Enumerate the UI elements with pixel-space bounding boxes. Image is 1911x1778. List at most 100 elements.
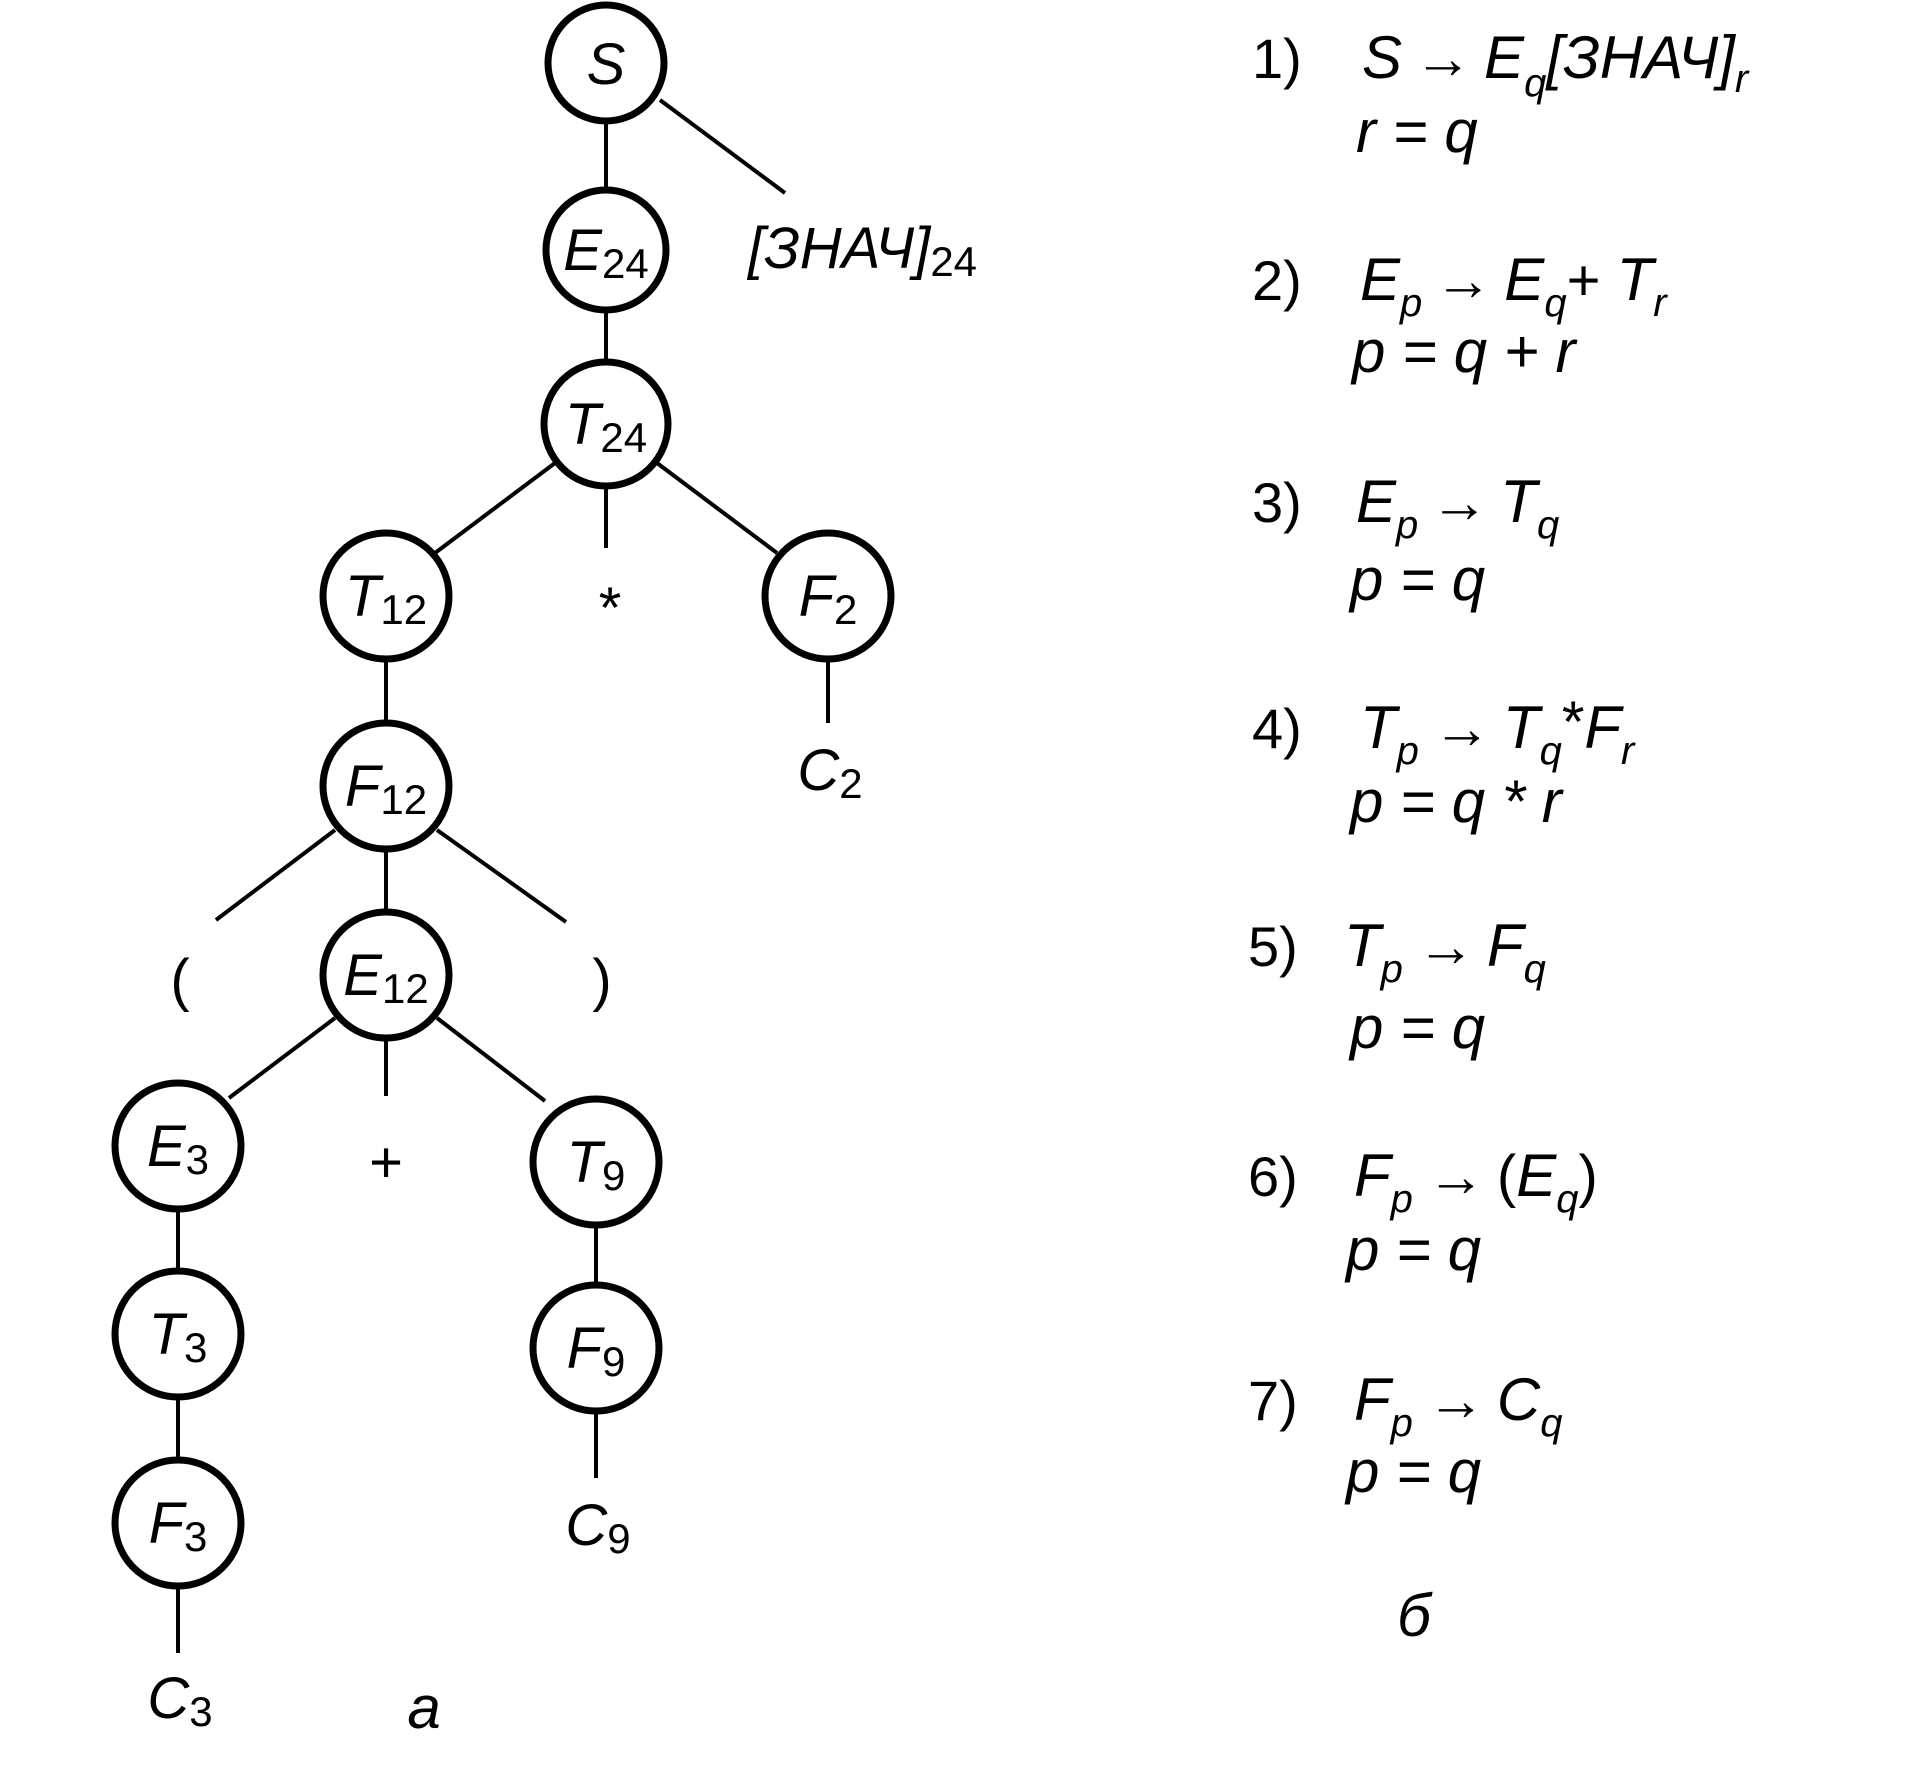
rule-4-rhs-sub: q [1540, 729, 1562, 773]
rule-7-arrow: → [1427, 1368, 1485, 1433]
rule-3-rhs: T [1500, 468, 1541, 535]
tree-edges [176, 98, 830, 1653]
node-f3: F3 [111, 1456, 245, 1590]
rule-6-rhs-sub: q [1556, 1177, 1578, 1221]
svg-text:E3: E3 [147, 1114, 209, 1183]
leaf-c2-sub: 2 [839, 760, 862, 807]
rule-4-action: p = q * r [1348, 768, 1564, 835]
rule-1-number: 1) [1252, 27, 1302, 90]
rule-2-op: + [1567, 248, 1617, 313]
rule-6-lhs: F [1354, 1142, 1394, 1209]
rule-2-rhs: E [1504, 246, 1545, 313]
rule-1-rhs-sub: q [1524, 61, 1546, 105]
rule-2-lhs-sub: p [1399, 281, 1422, 325]
rule-1: 1) S→Eq[ЗНАЧ]r r = q [1252, 24, 1750, 165]
node-s-label: S [587, 32, 626, 97]
leaf-c3-sub: 3 [189, 1688, 212, 1735]
node-f12-letter: F [345, 754, 384, 819]
node-e24-sub: 24 [602, 240, 649, 287]
leaf-c3-letter: C [147, 1666, 190, 1731]
edge-e12-e3 [227, 1016, 337, 1100]
node-t12-circle [319, 529, 453, 663]
rule-2: 2) Ep→Eq+ Tr p = q + r [1252, 246, 1668, 385]
node-t12-letter: T [345, 564, 384, 629]
leaf-c9-sub: 9 [607, 1515, 630, 1562]
caption-b: б [1397, 1582, 1433, 1649]
rule-3-rhs-sub: q [1537, 503, 1559, 547]
leaf-c2: C2 [797, 738, 862, 807]
node-f3-letter: F [149, 1491, 188, 1556]
node-f3-circle [111, 1456, 245, 1590]
rule-3-lhs-sub: p [1395, 503, 1418, 547]
edge-e12-t9 [435, 1016, 547, 1103]
rule-3: 3) Ep→Tq p = q [1252, 468, 1559, 613]
rule-5-rhs: F [1487, 912, 1527, 979]
rule-3-number: 3) [1252, 471, 1302, 534]
edge-f12-lparen [214, 828, 337, 922]
rule-7-lhs-sub: p [1390, 1401, 1413, 1445]
rule-2-number: 2) [1252, 249, 1302, 312]
node-e24-letter: E [563, 218, 603, 283]
node-s: S [544, 1, 668, 125]
svg-text:F2: F2 [799, 564, 858, 633]
edge-t24-t12 [433, 461, 557, 555]
node-f9-sub: 9 [602, 1338, 625, 1385]
node-f2-sub: 2 [834, 586, 857, 633]
node-t24-letter: T [565, 392, 604, 457]
node-e3-letter: E [147, 1114, 187, 1179]
node-t9-letter: T [567, 1130, 606, 1195]
svg-text:E12: E12 [343, 943, 428, 1012]
node-f9-letter: F [567, 1316, 606, 1381]
node-t24-sub: 24 [600, 414, 647, 461]
rule-1-rhs-tail: [ЗНАЧ] [1544, 24, 1736, 91]
svg-text:C3: C3 [147, 1666, 212, 1735]
leaf-c9: C9 [565, 1493, 630, 1562]
rule-6-rhs: E [1516, 1142, 1557, 1209]
rule-4-rhs: T [1503, 694, 1544, 761]
node-t3: T3 [111, 1267, 245, 1401]
svg-text:S: S [587, 32, 626, 97]
rule-2-lhs: E [1360, 246, 1401, 313]
node-t3-circle [111, 1267, 245, 1401]
node-f9-circle [529, 1281, 663, 1415]
svg-text:T12: T12 [345, 564, 427, 633]
rule-5: 5) Tp→Fq p = q [1248, 912, 1546, 1061]
rule-4-production: Tp→Tq*Fr [1360, 690, 1636, 773]
node-t24-circle [540, 358, 672, 490]
node-e24: E24 [542, 186, 670, 314]
rule-2-action: p = q + r [1350, 318, 1577, 385]
rule-4-rhs2-sub: r [1621, 729, 1636, 773]
node-f2: F2 [761, 529, 895, 663]
node-e12-circle [319, 908, 453, 1042]
rule-1-action: r = q [1356, 98, 1478, 165]
node-e3-circle [111, 1079, 245, 1213]
rule-7-rhs-sub: q [1540, 1401, 1562, 1445]
leaf-c3: C3 [147, 1666, 212, 1735]
rule-5-rhs-sub: q [1524, 947, 1546, 991]
rule-3-action: p = q [1348, 546, 1485, 613]
svg-text:E24: E24 [563, 218, 648, 287]
node-t3-sub: 3 [184, 1324, 207, 1371]
node-e3: E3 [111, 1079, 245, 1213]
caption-a: a [407, 1674, 440, 1741]
node-s-circle [544, 1, 668, 125]
plus-symbol: + [369, 1130, 403, 1195]
rule-6-number: 6) [1248, 1145, 1298, 1208]
node-e24-circle [542, 186, 670, 314]
left-paren-symbol: ( [170, 948, 189, 1013]
rule-2-rhs-sub: q [1544, 281, 1566, 325]
rule-7-action: p = q [1344, 1438, 1481, 1505]
rule-1-rhs: E [1484, 24, 1525, 91]
rule-1-arrow: → [1414, 26, 1472, 91]
star-symbol: * [599, 576, 622, 641]
rule-7-number: 7) [1248, 1369, 1298, 1432]
rule-4-lhs: T [1360, 694, 1401, 761]
rule-5-arrow: → [1417, 914, 1475, 979]
svg-text:C9: C9 [565, 1493, 630, 1562]
svg-text:T9: T9 [567, 1130, 626, 1199]
rule-2-production: Ep→Eq+ Tr [1360, 246, 1668, 325]
rule-4-number: 4) [1252, 697, 1302, 760]
rule-6-arrow: → [1427, 1144, 1485, 1209]
svg-text:T3: T3 [149, 1302, 208, 1371]
rule-2-rhs2: T [1617, 246, 1658, 313]
